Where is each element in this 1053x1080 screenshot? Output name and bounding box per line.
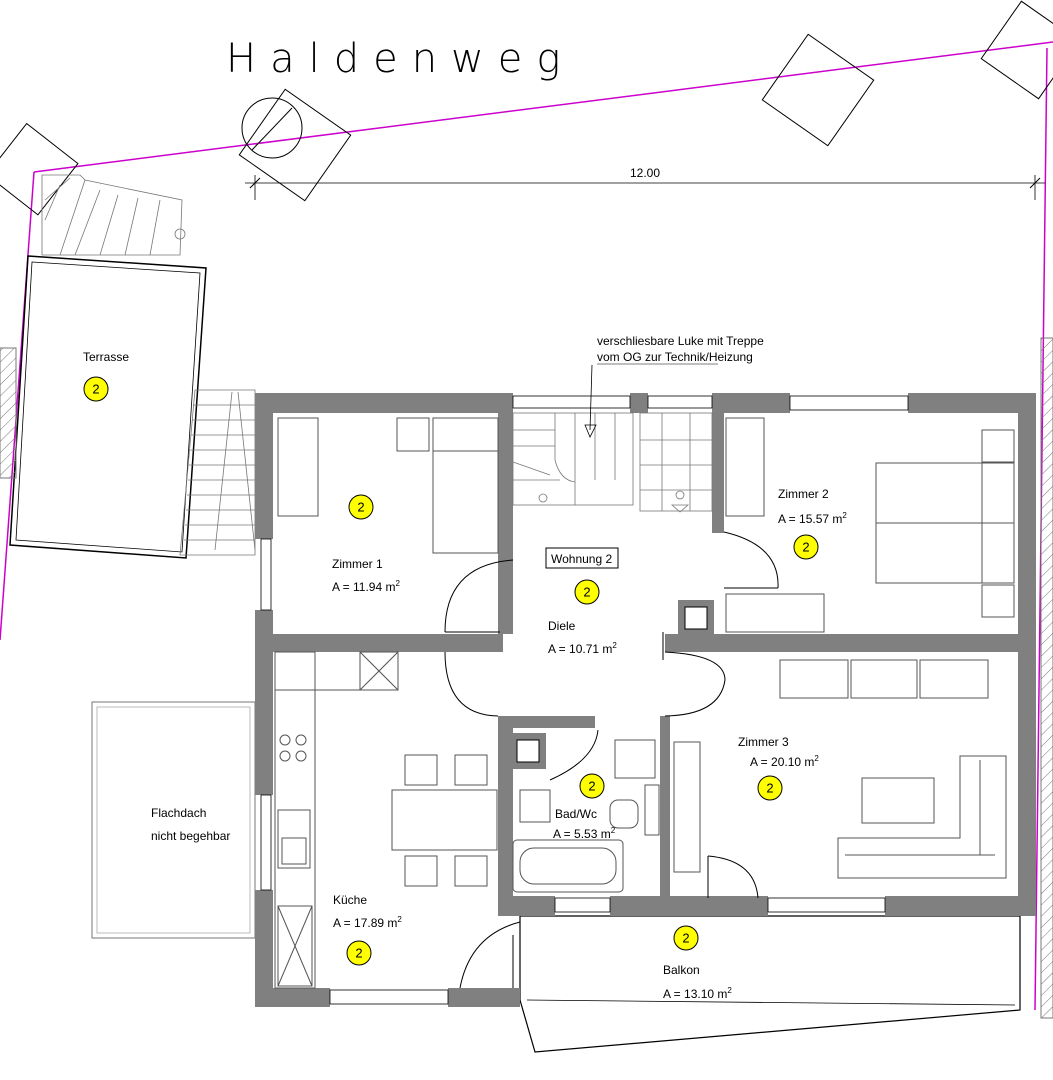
- room-name-zimmer2: Zimmer 2: [778, 487, 829, 501]
- property-line: [33, 41, 1053, 173]
- street-name: Haldenweg: [226, 36, 574, 82]
- badge-terrasse: 2: [83, 376, 109, 402]
- annotation-line1: verschliesbare Luke mit Treppe: [597, 334, 764, 348]
- room-name-balkon: Balkon: [663, 963, 700, 977]
- badge-zimmer3: 2: [757, 775, 783, 801]
- flat-roof: [91, 701, 256, 939]
- badge-zimmer2: 2: [793, 534, 819, 560]
- room-area-zimmer1: A = 11.94 m2: [332, 579, 401, 594]
- room-area-zimmer2: A = 15.57 m2: [778, 511, 847, 526]
- svg-text:2: 2: [588, 779, 595, 794]
- balkon-outline: [519, 915, 1021, 1053]
- room-name-bad: Bad/Wc: [555, 807, 597, 821]
- terrace-stair: [179, 389, 256, 556]
- unit-label-box: [545, 547, 619, 569]
- room-area-kueche: A = 17.89 m2: [333, 915, 402, 930]
- svg-text:2: 2: [802, 540, 809, 555]
- room-area-diele: A = 10.71 m2: [548, 641, 617, 656]
- bad-furniture: [512, 739, 660, 893]
- room-name-terrasse: Terrasse: [83, 350, 129, 364]
- badge-kueche: 2: [346, 940, 372, 966]
- svg-text:2: 2: [355, 946, 362, 961]
- svg-text:2: 2: [766, 781, 773, 796]
- walls: [255, 393, 1036, 1007]
- room-name-zimmer1: Zimmer 1: [332, 557, 383, 571]
- badge-bad: 2: [579, 773, 605, 799]
- unit-label: Wohnung 2: [551, 552, 612, 566]
- windows: [260, 395, 909, 1005]
- terrasse-outline: [9, 255, 207, 559]
- room-name-diele: Diele: [548, 619, 576, 633]
- room-area-bad: A = 5.53 m2: [553, 826, 616, 841]
- zimmer1-furniture: [277, 417, 499, 554]
- dimension-label: 12.00: [630, 166, 660, 180]
- exterior-stair: [41, 174, 186, 256]
- svg-text:2: 2: [92, 382, 99, 397]
- interior-stairs: [512, 364, 713, 513]
- room-area-balkon: A = 13.10 m2: [663, 986, 732, 1001]
- chimneys: [510, 600, 714, 769]
- room-name-zimmer3: Zimmer 3: [738, 735, 789, 749]
- kueche-furniture: [274, 651, 498, 989]
- door-swings: [444, 531, 779, 989]
- room-name-kueche: Küche: [333, 893, 367, 907]
- badge-balkon: 2: [673, 925, 699, 951]
- svg-text:2: 2: [583, 585, 590, 600]
- room-area-zimmer3: A = 20.10 m2: [750, 754, 819, 769]
- annotation-line2: vom OG zur Technik/Heizung: [597, 350, 753, 364]
- svg-text:2: 2: [682, 931, 689, 946]
- property-line-left: [0, 171, 35, 641]
- dimension-line: [245, 175, 1045, 200]
- flat-roof-line2: nicht begehbar: [151, 829, 230, 843]
- tree-symbols: [0, 0, 1053, 216]
- flat-roof-line1: Flachdach: [151, 806, 206, 820]
- zimmer2-furniture: [725, 417, 1015, 633]
- zimmer3-furniture: [673, 659, 1007, 879]
- svg-text:2: 2: [357, 500, 364, 515]
- badge-diele: 2: [574, 579, 600, 605]
- badge-zimmer1: 2: [348, 494, 374, 520]
